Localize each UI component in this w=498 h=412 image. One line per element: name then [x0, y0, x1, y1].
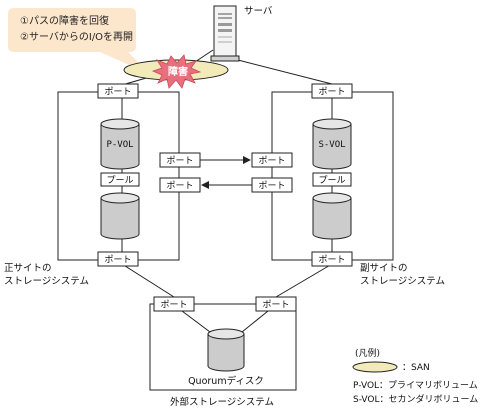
callout-line2: ②サーバからのI/Oを再開	[20, 31, 133, 43]
secondary-port-top-label: ポート	[318, 87, 345, 98]
secondary-port-replication-1	[251, 152, 293, 168]
primary-port-bottom-label: ポート	[104, 255, 131, 266]
callout-line1: ①パスの障害を回復	[20, 14, 109, 27]
link-secondary-bottom-to-external	[275, 263, 333, 298]
secondary-site-label-line1: 副サイトの	[360, 263, 408, 274]
legend-san-label: ：SAN	[402, 363, 430, 373]
primary-port-bottom	[97, 251, 139, 267]
quorum-disk-label: Quorumディスク	[188, 375, 264, 387]
link-server-to-secondary-port	[237, 59, 333, 85]
external-port-left	[153, 296, 195, 312]
legend-san-swatch	[352, 361, 398, 373]
primary-port-top	[97, 83, 139, 99]
external-port-right	[255, 296, 297, 312]
secondary-port-replication-1-label: ポート	[258, 156, 285, 167]
secondary-pool-cylinder	[312, 192, 352, 240]
external-port-left-label: ポート	[160, 300, 187, 311]
secondary-port-bottom-label: ポート	[318, 255, 345, 266]
secondary-pool-box	[312, 172, 352, 187]
pvol-label: P-VOL	[106, 140, 133, 150]
legend-svol-desc: S-VOL：セカンダリボリューム	[353, 393, 478, 405]
svol-label: S-VOL	[318, 140, 345, 150]
legend-pvol-desc: P-VOL：プライマリボリューム	[353, 380, 478, 391]
legend-title: (凡例)	[355, 347, 380, 359]
external-storage-system: ポート ポート Quorumディスク 外部ストレージシステム	[149, 296, 297, 408]
external-storage-label: 外部ストレージシステム	[170, 396, 274, 408]
secondary-site-label-line2: ストレージシステム	[360, 276, 445, 287]
primary-port-replication-2-label: ポート	[166, 181, 193, 192]
external-link-left	[181, 310, 211, 333]
fault-burst-icon	[151, 54, 202, 89]
secondary-port-bottom	[311, 251, 353, 267]
secondary-pool-label: プール	[318, 175, 345, 186]
fault-label: 障害	[168, 65, 188, 78]
external-link-right	[241, 310, 269, 333]
svol-cylinder	[312, 118, 352, 170]
recovery-callout	[8, 8, 150, 74]
link-primary-bottom-to-external	[121, 263, 175, 298]
primary-site-label-line2: ストレージシステム	[4, 276, 89, 287]
primary-pool-label: プール	[106, 175, 133, 186]
secondary-port-top	[311, 83, 353, 99]
secondary-port-replication-2-label: ポート	[258, 181, 285, 192]
primary-port-replication-2	[159, 177, 201, 193]
primary-pool-box	[100, 172, 140, 187]
pvol-cylinder	[100, 118, 140, 170]
primary-storage-system: ポート P-VOL プール ポート ポート ポート 正サイトの ストレージシス	[4, 83, 201, 287]
primary-port-top-label: ポート	[104, 87, 131, 98]
server-label: サーバ	[244, 6, 273, 17]
server-icon	[210, 5, 240, 62]
legend: (凡例) ：SAN P-VOL：プライマリボリューム S-VOL：セカンダリボリ…	[352, 347, 478, 405]
primary-port-replication-1-label: ポート	[166, 156, 193, 167]
primary-site-label-line1: 正サイトの	[4, 263, 52, 274]
secondary-storage-system: ポート S-VOL プール ポート ポート ポート 副サイトの ストレージシステ…	[251, 83, 445, 287]
primary-pool-cylinder	[100, 192, 140, 240]
quorum-disk-cylinder	[207, 328, 245, 372]
external-port-right-label: ポート	[262, 300, 289, 311]
